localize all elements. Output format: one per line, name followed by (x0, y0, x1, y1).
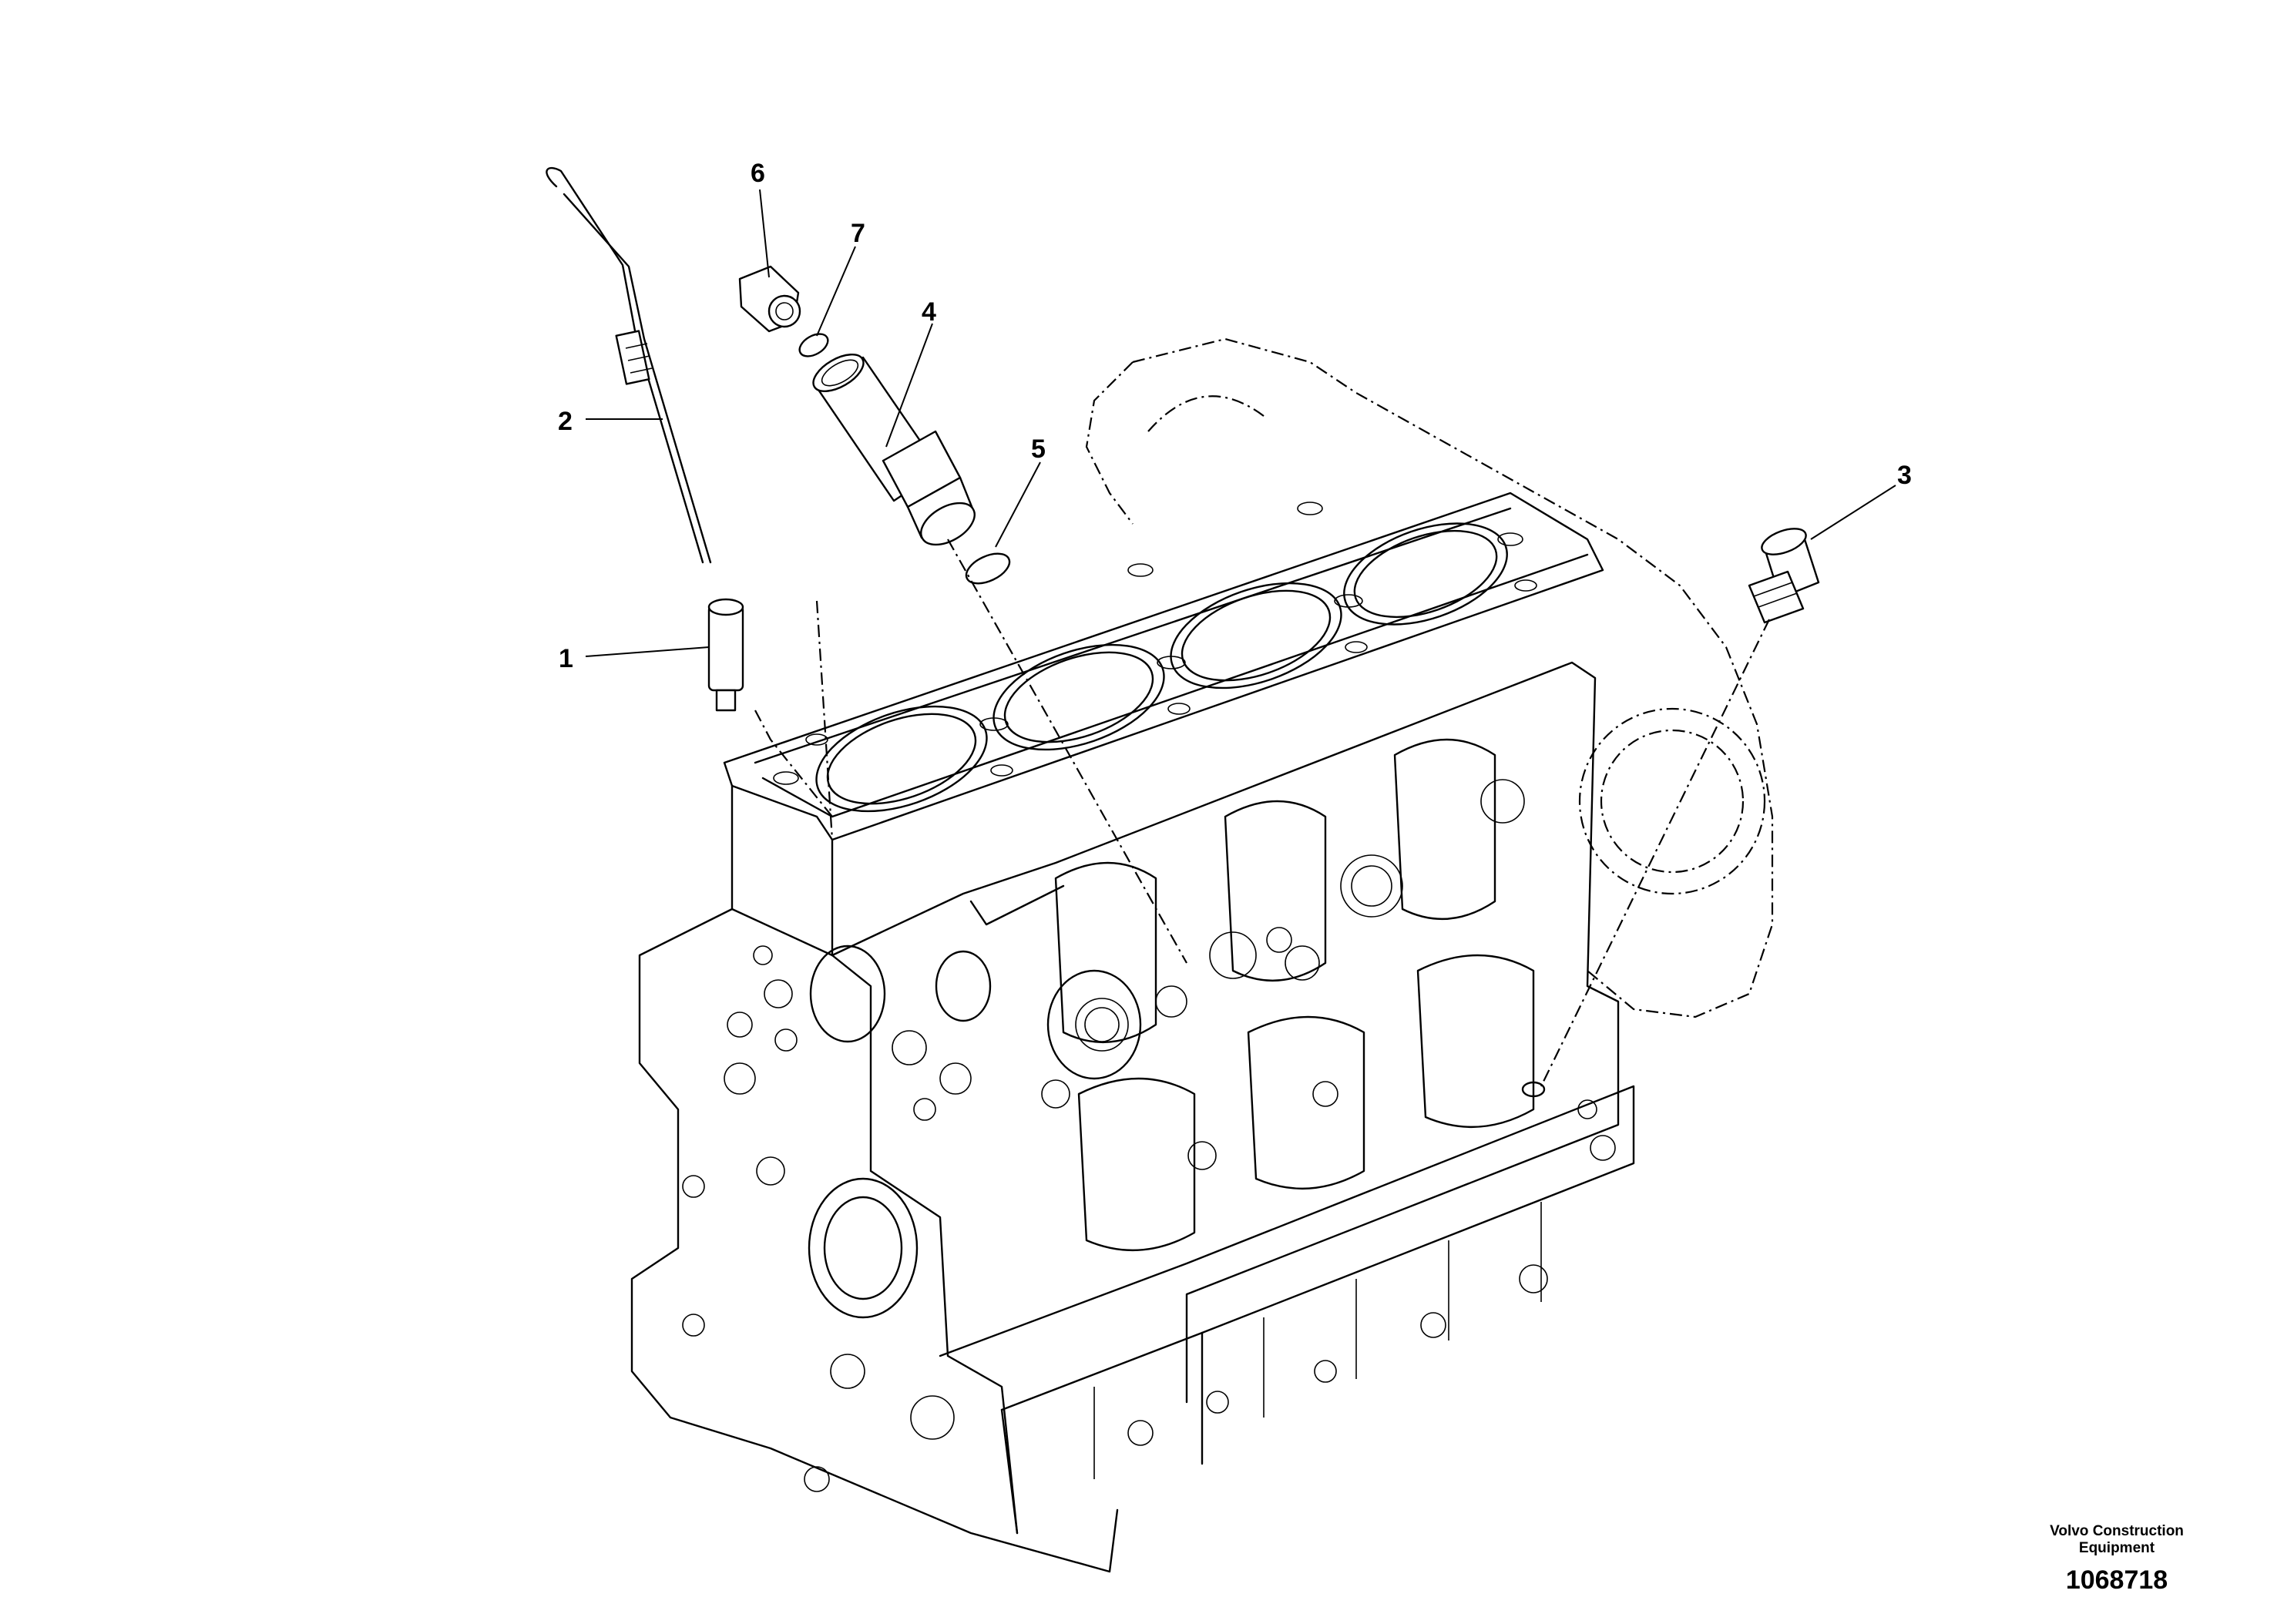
drawing-credit: Volvo Construction Equipment 1068718 (2001, 1523, 2232, 1597)
leader-7 (816, 246, 856, 337)
callout-7: 7 (851, 219, 865, 248)
drawing-number: 1068718 (2065, 1565, 2168, 1595)
plug-part (1521, 528, 1820, 1098)
dipstick-assembly (546, 166, 834, 841)
engine-block (630, 337, 1774, 1573)
leader-6 (759, 189, 770, 278)
callout-2: 2 (558, 407, 573, 436)
leader-5 (995, 461, 1041, 548)
leader-4 (885, 323, 933, 448)
credit-company: Volvo Construction (2050, 1523, 2184, 1539)
callout-5: 5 (1031, 435, 1046, 464)
callout-6: 6 (751, 159, 765, 188)
leader-1 (585, 646, 710, 657)
callout-leaders (585, 189, 1896, 657)
callout-labels: 1 2 3 4 5 6 7 (558, 159, 1912, 673)
callout-1: 1 (559, 644, 573, 673)
credit-company-line2: Equipment (2078, 1540, 2155, 1556)
callout-3: 3 (1897, 461, 1912, 490)
callout-4: 4 (922, 297, 936, 327)
leader-3 (1810, 485, 1896, 540)
oil-filler-assembly (738, 265, 1187, 964)
